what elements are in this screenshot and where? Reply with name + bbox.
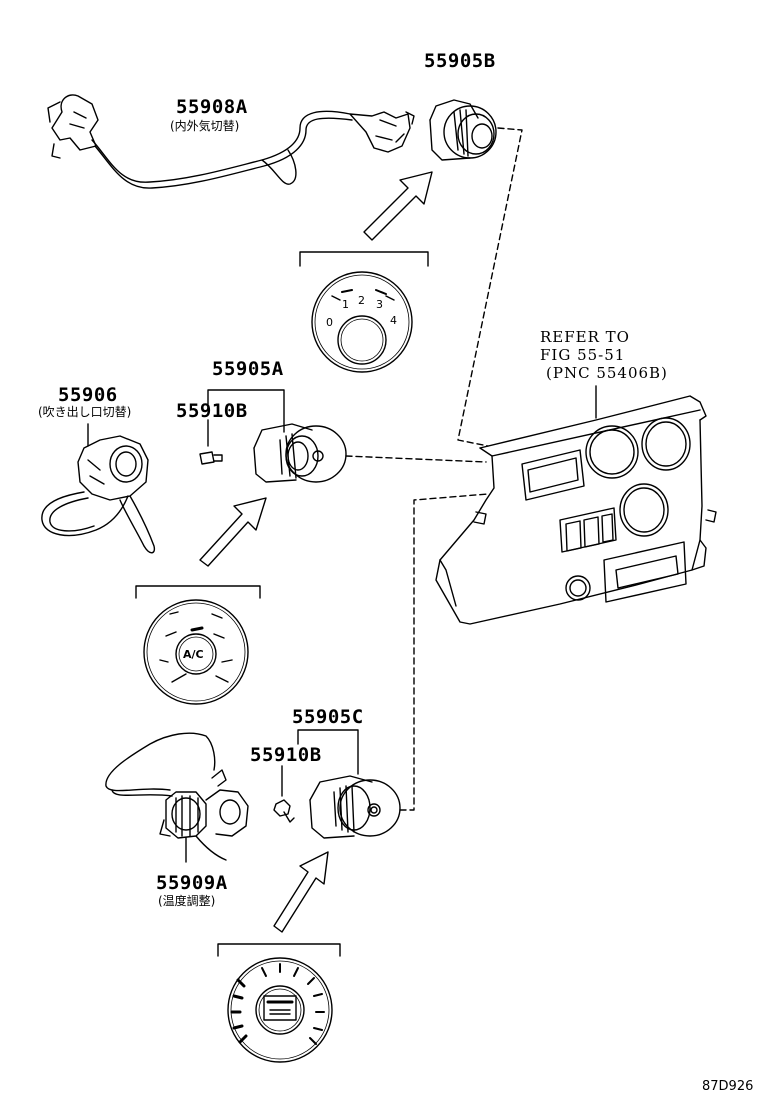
dial-c-face xyxy=(227,957,333,1063)
arrow-b xyxy=(363,171,433,241)
switch-55905c xyxy=(309,775,401,839)
dial-b-num-3: 3 xyxy=(376,298,383,311)
dial-b-num-1: 1 xyxy=(342,298,349,311)
part-caption-55906: (吹き出し口切替) xyxy=(38,405,132,419)
screw-55910b-a xyxy=(199,451,223,465)
cable-55909a xyxy=(105,732,249,863)
switch-55905b xyxy=(429,99,497,161)
part-number-55908a: 55908A xyxy=(176,96,248,118)
part-number-55905a: 55905A xyxy=(212,358,284,380)
leader-dashed-a xyxy=(345,455,487,463)
arrow-a xyxy=(199,497,267,567)
bracket-dial-b xyxy=(299,251,429,267)
bracket-55905a xyxy=(207,389,285,433)
dial-a-face xyxy=(143,599,249,705)
dial-b-num-2: 2 xyxy=(358,294,365,307)
bracket-dial-a xyxy=(135,585,261,599)
part-number-55910b-upper: 55910B xyxy=(176,400,248,422)
refer-line-2: FIG 55-51 xyxy=(540,346,626,364)
part-caption-55908a: (内外気切替) xyxy=(170,119,240,133)
part-number-55905b: 55905B xyxy=(424,50,496,72)
dial-b-face xyxy=(311,271,413,373)
switch-55905a xyxy=(253,423,347,483)
bracket-dial-c xyxy=(217,943,341,957)
bracket-55905c xyxy=(297,729,359,775)
part-number-55906: 55906 xyxy=(58,384,118,406)
part-number-55905c: 55905C xyxy=(292,706,364,728)
instrument-panel xyxy=(435,395,717,625)
part-caption-55909a: (温度調整) xyxy=(158,894,216,908)
dial-b-num-0: 0 xyxy=(326,316,333,329)
screw-55910b-c xyxy=(273,799,295,823)
leader-dashed-b xyxy=(457,127,523,447)
drawing-code: 87D926 xyxy=(702,1079,754,1094)
refer-line-1: REFER TO xyxy=(540,328,630,346)
leader-dashed-c xyxy=(399,493,489,811)
cable-55908a xyxy=(47,94,415,189)
arrow-c xyxy=(273,851,329,933)
part-number-55910b-lower: 55910B xyxy=(250,744,322,766)
refer-line-3: (PNC 55406B) xyxy=(546,364,668,382)
dial-a-label: A/C xyxy=(183,648,204,661)
dial-b-num-4: 4 xyxy=(390,314,397,327)
cable-55906 xyxy=(41,423,156,554)
part-number-55909a: 55909A xyxy=(156,872,228,894)
